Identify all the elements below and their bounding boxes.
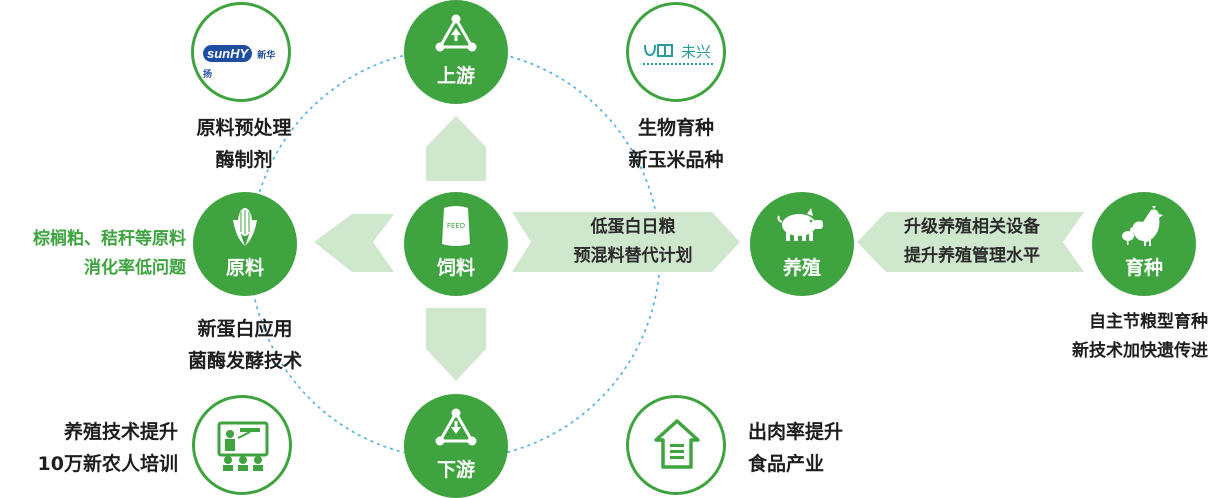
farming-node[interactable]: 养殖 bbox=[750, 192, 854, 296]
breeding-to-farming-arrow bbox=[857, 212, 1084, 272]
sunhy-logo-circle: sunHY 新华扬 bbox=[191, 2, 291, 102]
farming-arrow-note: 升级养殖相关设备 提升养殖管理水平 bbox=[882, 213, 1062, 271]
raw-material-label: 原料 bbox=[225, 257, 264, 279]
breeding-note-line-2: 新技术加快遗传进 bbox=[1072, 341, 1208, 361]
down-chevron-arrow bbox=[426, 308, 486, 381]
feed-node[interactable]: FEED 饲料 bbox=[404, 192, 508, 296]
breeding-label: 育种 bbox=[1124, 257, 1163, 279]
sunhy-brand-text: sunHY bbox=[203, 45, 253, 62]
pretreatment-line-1: 原料预处理 bbox=[196, 117, 292, 139]
up-chevron-arrow bbox=[426, 116, 486, 181]
weilai-logo-subtitle-line bbox=[643, 63, 713, 67]
training-circle bbox=[192, 395, 292, 495]
pig-icon bbox=[777, 208, 823, 241]
breeding-node[interactable]: 育种 bbox=[1092, 192, 1196, 296]
new-protein-line-1: 新蛋白应用 bbox=[197, 318, 293, 340]
upstream-label: 上游 bbox=[436, 65, 475, 87]
feed-bag-text: FEED bbox=[447, 222, 465, 230]
farming-arrow-line-2: 提升养殖管理水平 bbox=[904, 246, 1040, 266]
training-icon bbox=[217, 421, 269, 471]
meat-rate-note: 出肉率提升 食品产业 bbox=[748, 416, 908, 480]
training-note-line-1: 养殖技术提升 bbox=[63, 421, 178, 443]
upstream-network-icon bbox=[435, 14, 477, 52]
training-note: 养殖技术提升 10万新农人培训 bbox=[4, 416, 178, 480]
corn-icon bbox=[233, 208, 257, 246]
breeding-note-line-1: 自主节粮型育种 bbox=[1089, 312, 1208, 332]
sunhy-cn-text: 新华扬 bbox=[203, 51, 276, 80]
feed-to-farming-arrow bbox=[512, 212, 740, 272]
downstream-node[interactable]: 下游 bbox=[404, 394, 508, 498]
weilai-logo-text: 未兴 bbox=[681, 43, 712, 61]
bio-breeding-line-2: 新玉米品种 bbox=[628, 149, 724, 171]
raw-issue-line-1: 棕榈粕、秸秆等原料 bbox=[33, 229, 186, 249]
upstream-node[interactable]: 上游 bbox=[404, 0, 508, 104]
downstream-network-icon bbox=[435, 408, 477, 446]
meat-rate-line-1: 出肉率提升 bbox=[748, 421, 844, 443]
meat-rate-line-2: 食品产业 bbox=[748, 453, 825, 475]
new-protein-line-2: 菌酶发酵技术 bbox=[187, 350, 302, 372]
pretreatment-line-2: 酶制剂 bbox=[215, 149, 273, 171]
breeding-note: 自主节粮型育种 新技术加快遗传进 bbox=[1040, 308, 1208, 366]
house-icon bbox=[654, 419, 700, 469]
left-chevron-arrow bbox=[314, 214, 394, 272]
farming-label: 养殖 bbox=[782, 257, 821, 279]
farming-arrow-line-1: 升级养殖相关设备 bbox=[904, 217, 1040, 237]
chicken-icon bbox=[1122, 206, 1163, 246]
feed-arrow-line-2: 预混料替代计划 bbox=[573, 246, 693, 266]
raw-material-node[interactable]: 原料 bbox=[193, 192, 297, 296]
bio-breeding-note: 生物育种 新玉米品种 bbox=[614, 112, 738, 176]
feed-arrow-note: 低蛋白日粮 预混料替代计划 bbox=[543, 213, 723, 271]
raw-material-issue-note: 棕榈粕、秸秆等原料 消化率低问题 bbox=[4, 225, 186, 283]
weilai-logo-mark bbox=[644, 44, 673, 57]
new-protein-note: 新蛋白应用 菌酶发酵技术 bbox=[168, 313, 322, 377]
feed-label: 饲料 bbox=[436, 257, 475, 279]
bio-breeding-line-1: 生物育种 bbox=[637, 117, 714, 139]
feed-arrow-line-1: 低蛋白日粮 bbox=[590, 217, 676, 237]
food-industry-circle bbox=[626, 395, 726, 495]
sunhy-logo: sunHY 新华扬 bbox=[203, 43, 283, 80]
raw-issue-line-2: 消化率低问题 bbox=[84, 258, 186, 278]
weilai-logo-circle: 未兴 bbox=[626, 2, 726, 102]
feed-bag-icon: FEED bbox=[442, 206, 470, 246]
downstream-label: 下游 bbox=[436, 459, 475, 481]
training-note-line-2: 10万新农人培训 bbox=[37, 453, 178, 475]
pretreatment-note: 原料预处理 酶制剂 bbox=[182, 112, 306, 176]
